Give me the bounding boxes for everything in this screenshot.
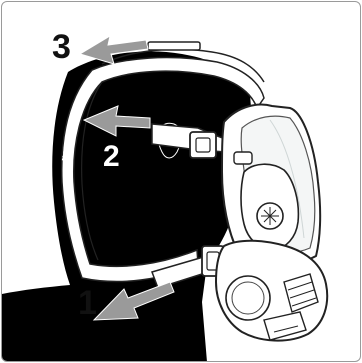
step-2-number: 2 — [103, 140, 120, 173]
exhalation-valve — [226, 276, 270, 320]
mask-side-clip — [234, 152, 252, 164]
top-strap-buckle — [148, 42, 200, 50]
step-3-number: 3 — [52, 28, 71, 66]
temple-buckle — [190, 132, 216, 158]
step-1-number: 1 — [78, 284, 97, 322]
mask-donning-diagram: ro 3 2 1 — [2, 2, 360, 361]
